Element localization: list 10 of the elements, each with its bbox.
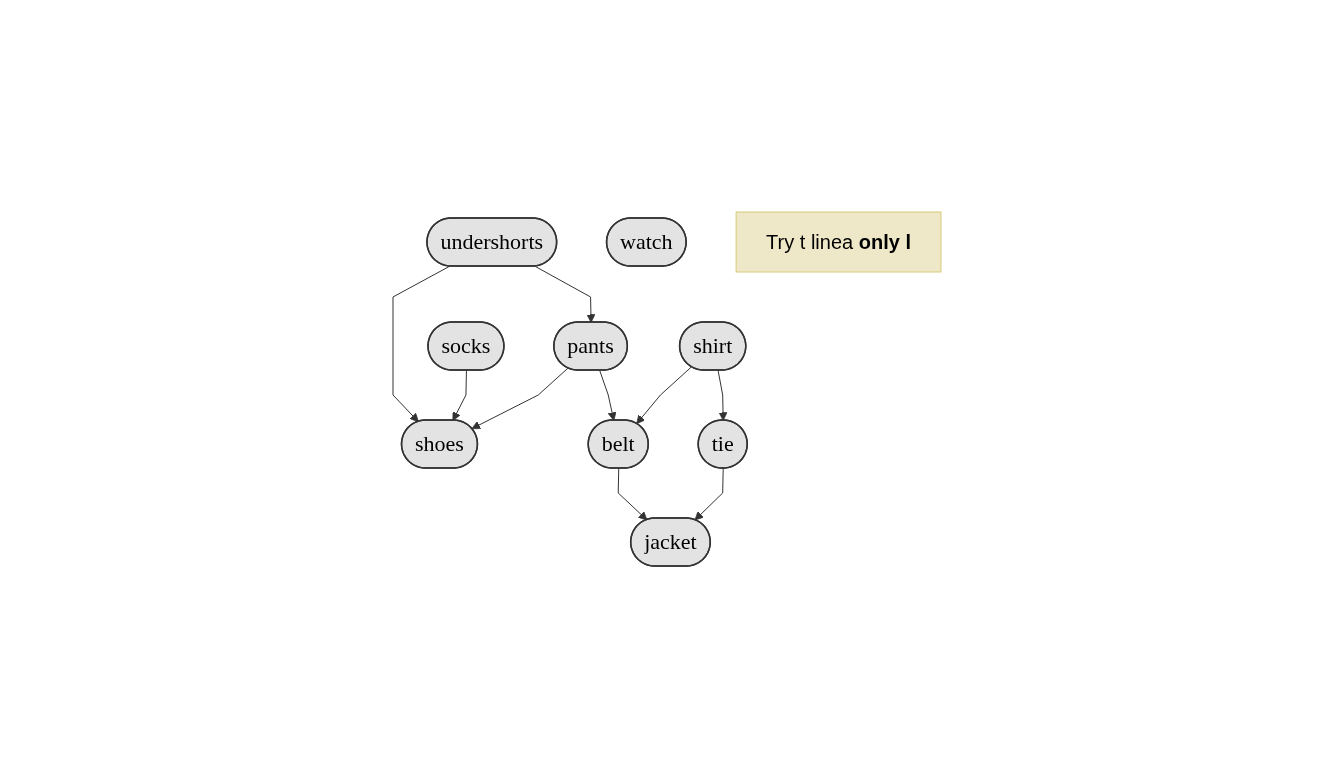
arrow [471,367,568,430]
arrow [617,468,647,521]
arrow [392,265,450,423]
arrow [694,468,724,521]
arrow [452,370,467,421]
arrow [598,370,616,421]
arrow [534,265,595,323]
arrow [717,370,727,421]
arrow [635,366,692,425]
node-box: Try t linea only l [735,211,941,273]
